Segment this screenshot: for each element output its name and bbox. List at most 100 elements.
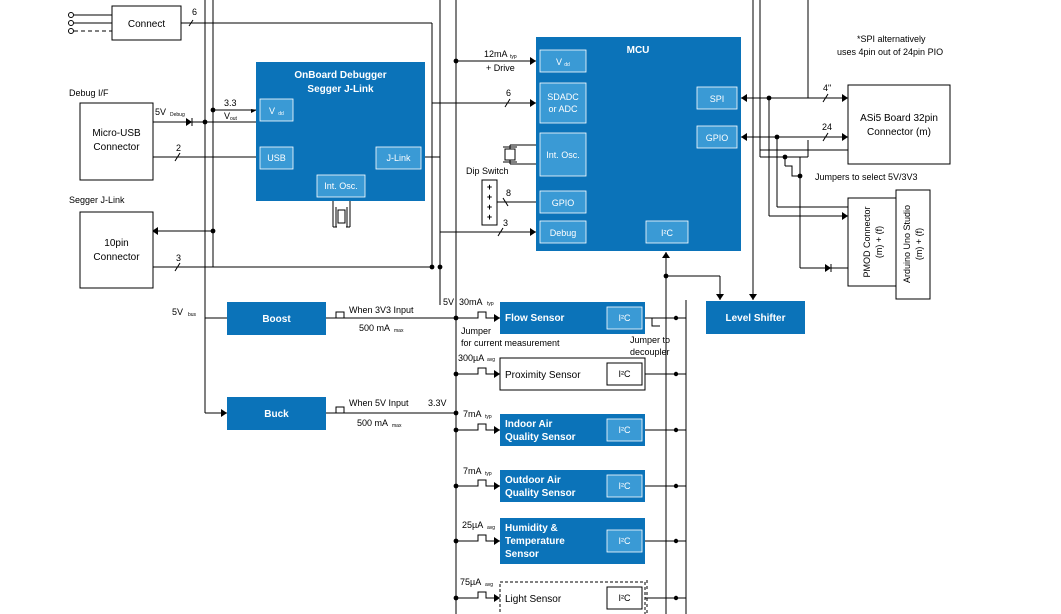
typ-7b: typ [485,471,492,477]
mcu-vdd-sub: dd [564,62,570,68]
mcu-sdadc-1: SDADC [547,92,579,102]
cur-12ma: 12mA [484,49,508,59]
micro-usb-connector: Micro-USB Connector [79,102,154,181]
mcu-debug: Debug [550,228,577,238]
arduino-label-1: Arduino Uno Studio [902,205,912,283]
boost-block: Boost [227,302,326,335]
indoor-air-sensor: Indoor Air Quality Sensor I²C [500,414,645,446]
jumper-cur-2: for current measurement [461,338,560,348]
v33-buck: 3.3V [428,398,447,408]
cur-75ua: 75µA [460,577,481,587]
cur-12ma-sub: typ [510,54,517,60]
mcu-spi: SPI [710,94,725,104]
mcu-i2c: I²C [661,228,673,238]
pmod-label-1: PMOD Connector [862,206,872,277]
n2: 2 [176,143,181,153]
wires [68,0,848,614]
max-a: max [394,328,404,334]
mcu-sdadc-2: or ADC [548,104,578,114]
level-shifter-label: Level Shifter [725,313,785,324]
proximity-sensor: Proximity Sensor I²C [499,357,646,391]
v5-bus: 5V [172,307,183,317]
sensor-feeds [440,311,500,602]
asi5-label-1: ASi5 Board 32pin [860,113,938,124]
pin10-connector: 10pin Connector [79,211,154,289]
segger-jlink-label: Segger J-Link [69,195,125,205]
avg-75: avg [485,582,493,588]
n3-left: 3 [176,253,181,263]
connect-block: Connect [111,5,182,41]
outdoor-air-sensor: Outdoor Air Quality Sensor I²C [500,470,645,502]
debugger-vdd: V [269,106,275,116]
cur-300ua: 300µA [458,353,484,363]
mcu-gpio-right: GPIO [706,133,729,143]
when-5v: When 5V Input [349,398,409,408]
when-3v3: When 3V3 Input [349,305,414,315]
jumper-dec-2: decoupler [630,347,670,357]
svg-text:+: + [487,202,492,212]
avg-300: avg [487,357,495,363]
typ-30: typ [487,301,494,307]
indoor-label-2: Quality Sensor [505,432,576,443]
cur-25ua: 25µA [462,520,483,530]
n8: 8 [506,188,511,198]
cur-7ma-b: 7mA [463,466,482,476]
buck-block: Buck [227,397,326,430]
mcu-block: MCU V dd SDADC or ADC Int. Osc. GPIO Deb… [536,37,741,251]
jumpers-select: Jumpers to select 5V/3V3 [815,172,918,182]
junctions [202,58,803,601]
light-label: Light Sensor [505,594,562,605]
debugger-title-1: OnBoard Debugger [294,70,386,81]
debugger-title-2: Segger J-Link [307,84,374,95]
asi5-connector: ASi5 Board 32pin Connector (m) [847,84,951,165]
debugger-jlink: J-Link [386,153,411,163]
humidity-sensor: Humidity & Temperature Sensor I²C [500,518,645,564]
outdoor-i2c: I²C [619,481,631,491]
n6-top: 6 [192,7,197,17]
micro-usb-label-2: Connector [93,142,140,153]
svg-text:+: + [487,192,492,202]
debugger-crystal-icon [332,201,351,228]
pmod-label-2: (m) + (f) [874,226,884,258]
vout: V [224,111,230,121]
v5-flow: 5V [443,297,454,307]
sensor-i2c-links [645,315,686,601]
ma500-a: 500 mA [359,323,390,333]
dip-switch-label: Dip Switch [466,166,509,176]
onboard-debugger: OnBoard Debugger Segger J-Link V dd USB … [256,62,425,201]
level-shifter-block: Level Shifter [706,301,805,334]
humidity-i2c: I²C [619,536,631,546]
v5-bus-sub: bus [188,312,197,318]
micro-usb-label-1: Micro-USB [92,128,141,139]
debugger-osc: Int. Osc. [324,181,358,191]
arduino-label-2: (m) + (f) [914,228,924,260]
pmod-connector: PMOD Connector (m) + (f) [847,197,897,287]
n3-mcu: 3 [503,218,508,228]
arduino-connector: Arduino Uno Studio (m) + (f) [895,189,931,300]
n24: 24 [822,122,832,132]
annotations: 6 5V Debug 3.3 V out 2 3 12mA typ + Driv… [155,7,943,588]
indoor-i2c: I²C [619,425,631,435]
debug-if-label: Debug I/F [69,88,109,98]
mcu-gpio-left: GPIO [552,198,575,208]
flow-label: Flow Sensor [505,313,565,324]
spi-note-2: uses 4pin out of 24pin PIO [837,47,943,57]
humidity-label-3: Sensor [505,549,539,560]
v33: 3.3 [224,98,237,108]
debugger-vdd-sub: dd [278,111,284,117]
dip-switch-icon: + + + + [481,179,498,226]
avg-25: avg [487,525,495,531]
boost-label: Boost [262,314,291,325]
outdoor-label-2: Quality Sensor [505,488,576,499]
mcu-osc: Int. Osc. [546,150,580,160]
humidity-label-2: Temperature [505,536,565,547]
ma500-b: 500 mA [357,418,388,428]
drive: + Drive [486,63,515,73]
connect-label: Connect [128,19,165,30]
jumper-cur-1: Jumper [461,326,491,336]
pin10-label-1: 10pin [104,238,128,249]
svg-text:+: + [487,182,492,192]
outdoor-label-1: Outdoor Air [505,475,561,486]
jumper-dec-1: Jumper to [630,335,670,345]
